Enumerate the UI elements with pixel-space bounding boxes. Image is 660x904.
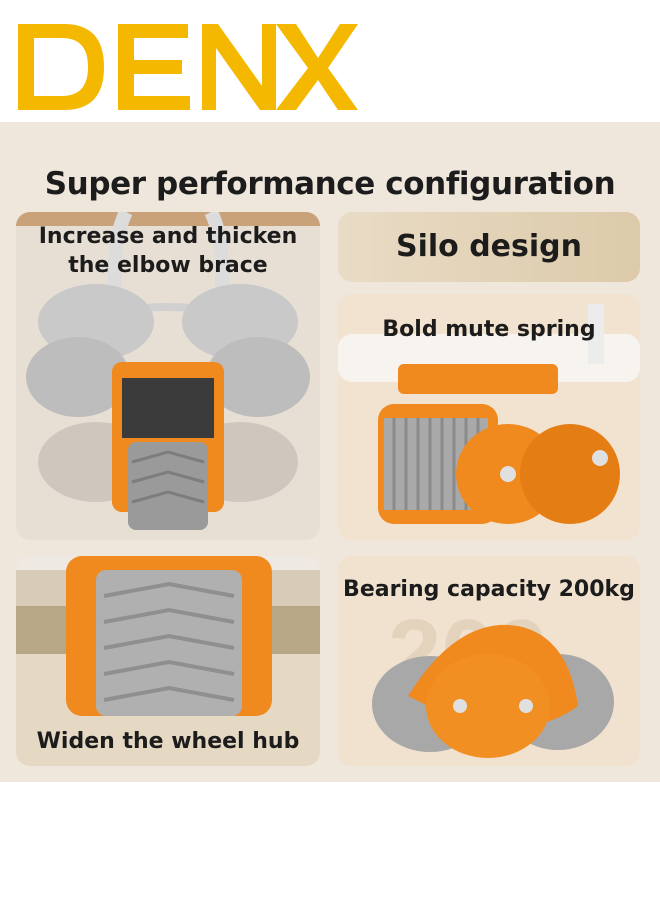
wide-wheel-illustration <box>16 556 320 766</box>
denx-logo <box>18 24 358 110</box>
roller-front-illustration <box>16 212 320 530</box>
mute-spring-caption: Bold mute spring <box>382 317 596 342</box>
spring-roller-illustration <box>338 304 640 524</box>
wheel-hub-card: Widen the wheel hub <box>16 556 320 766</box>
elbow-brace-card: Increase and thicken the elbow brace <box>16 212 320 540</box>
silo-design-banner: Silo design <box>338 212 640 282</box>
silo-design-label: Silo design <box>395 229 583 264</box>
bearing-capacity-card: 200 Bearing capacity 200kg <box>338 556 640 766</box>
bearing-capacity-caption: Bearing capacity 200kg <box>343 577 635 602</box>
elbow-brace-caption: Increase and thicken the elbow brace <box>38 224 298 278</box>
mute-spring-card: Bold mute spring <box>338 294 640 540</box>
wheel-hub-caption: Widen the wheel hub <box>36 729 300 754</box>
twin-wheel-illustration: 200 <box>372 600 614 758</box>
headline: Super performance configuration <box>44 166 616 202</box>
